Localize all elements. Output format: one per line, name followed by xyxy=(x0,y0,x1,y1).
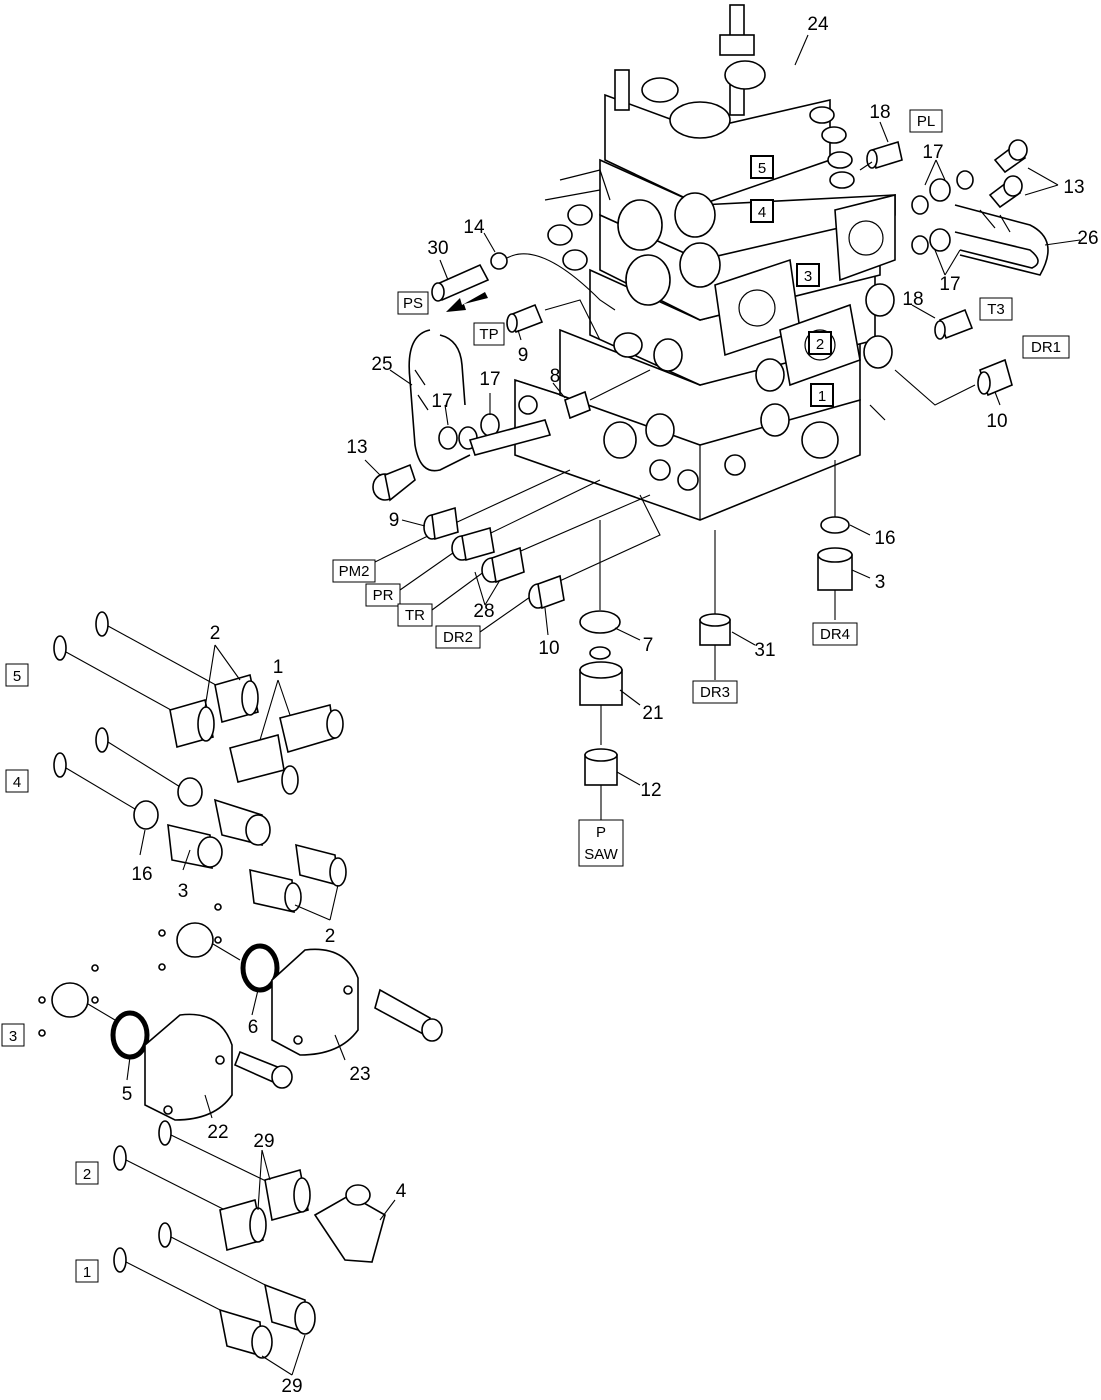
port-label-dr2: DR2 xyxy=(443,629,473,646)
port-label-dr1: DR1 xyxy=(1031,339,1061,356)
callout-3-dr4: 3 xyxy=(875,572,886,593)
port-label-tr: TR xyxy=(405,607,425,624)
callout-8: 8 xyxy=(550,366,561,387)
callout-5: 5 xyxy=(122,1084,133,1105)
callout-31: 31 xyxy=(754,640,775,661)
callout-16-section4: 16 xyxy=(131,864,152,885)
callout-26: 26 xyxy=(1077,228,1098,249)
callout-25: 25 xyxy=(371,354,392,375)
callout-17-upper: 17 xyxy=(922,142,943,163)
port-box-pr xyxy=(365,583,401,607)
port-box-pm2 xyxy=(332,559,376,583)
port-label-tp: TP xyxy=(479,326,498,343)
exploded-section-1: 1 xyxy=(83,1264,91,1281)
port-box-dr2 xyxy=(435,625,481,649)
callout-18-pl: 18 xyxy=(869,102,890,123)
port-box-tr xyxy=(397,603,433,627)
port-label-saw: SAW xyxy=(584,846,618,863)
callout-13-lower: 13 xyxy=(346,437,367,458)
callout-9-tp: 9 xyxy=(518,345,529,366)
section-4-parts xyxy=(53,727,347,914)
exploded-section-5: 5 xyxy=(13,668,21,685)
callout-numbers: 24 18 17 13 26 17 18 10 14 30 9 25 17 8 … xyxy=(122,14,1099,1397)
callout-10-dr2: 10 xyxy=(538,638,559,659)
lower-port-fittings xyxy=(374,460,853,820)
section-5-parts xyxy=(53,611,344,795)
port-box-p-saw xyxy=(578,819,624,867)
callout-12: 12 xyxy=(640,780,661,801)
port-label-dr3: DR3 xyxy=(700,684,730,701)
port-label-boxes: PL T3 DR1 PS TP PM2 PR TR DR2 DR3 DR4 P … xyxy=(332,109,1070,867)
block-section-1: 1 xyxy=(818,388,826,405)
port-box-tp xyxy=(473,322,505,346)
callout-24: 24 xyxy=(807,14,829,35)
port-box-dr3 xyxy=(692,680,738,704)
callout-10-dr1: 10 xyxy=(986,411,1007,432)
block-section-2: 2 xyxy=(816,336,824,353)
port-box-ps xyxy=(397,291,429,315)
main-valve-assembly xyxy=(514,4,896,521)
callout-2-section4: 2 xyxy=(325,926,336,947)
section-1-parts xyxy=(113,1222,316,1359)
callout-17-hose-left: 17 xyxy=(431,391,452,412)
callout-9-pm2: 9 xyxy=(389,510,400,531)
callout-2-section5: 2 xyxy=(210,623,221,644)
callout-leaders xyxy=(126,34,1081,1376)
callout-3-section4: 3 xyxy=(178,881,189,902)
exploded-section-3: 3 xyxy=(9,1028,17,1045)
callout-13-upper: 13 xyxy=(1063,177,1084,198)
section-3-parts xyxy=(38,903,443,1121)
port-box-pl xyxy=(909,109,943,133)
port-box-dr4 xyxy=(812,622,858,646)
callout-14: 14 xyxy=(463,217,485,238)
callout-29-section2: 29 xyxy=(253,1131,274,1152)
block-section-4: 4 xyxy=(758,204,766,221)
port-label-pr: PR xyxy=(373,587,394,604)
section-number-boxes: 5 4 3 2 1 5 4 3 2 1 xyxy=(1,155,834,1283)
exploded-section-2: 2 xyxy=(83,1166,91,1183)
callout-29-section1: 29 xyxy=(281,1376,302,1397)
callout-30: 30 xyxy=(427,238,448,259)
callout-22: 22 xyxy=(207,1122,228,1143)
port-label-p: P xyxy=(596,824,606,841)
callout-16-dr4: 16 xyxy=(874,528,895,549)
callout-7: 7 xyxy=(643,635,654,656)
callout-23: 23 xyxy=(349,1064,370,1085)
callout-4: 4 xyxy=(396,1181,407,1202)
exploded-section-4: 4 xyxy=(13,774,21,791)
port-box-t3 xyxy=(979,297,1013,321)
port-label-pl: PL xyxy=(917,113,935,130)
port-label-ps: PS xyxy=(403,295,423,312)
upper-fittings xyxy=(372,139,1049,502)
port-label-pm2: PM2 xyxy=(339,563,370,580)
callout-17-middle: 17 xyxy=(939,274,960,295)
port-box-dr1 xyxy=(1022,335,1070,359)
callout-1-section5: 1 xyxy=(273,657,284,678)
port-label-t3: T3 xyxy=(987,301,1005,318)
block-section-5: 5 xyxy=(758,160,766,177)
callout-28: 28 xyxy=(473,601,494,622)
callout-21: 21 xyxy=(642,703,663,724)
callout-17-hose-right: 17 xyxy=(479,369,500,390)
port-label-dr4: DR4 xyxy=(820,626,850,643)
callout-18-t3: 18 xyxy=(902,289,923,310)
callout-6: 6 xyxy=(248,1017,259,1038)
block-section-3: 3 xyxy=(804,268,812,285)
section-2-parts xyxy=(113,1120,386,1263)
